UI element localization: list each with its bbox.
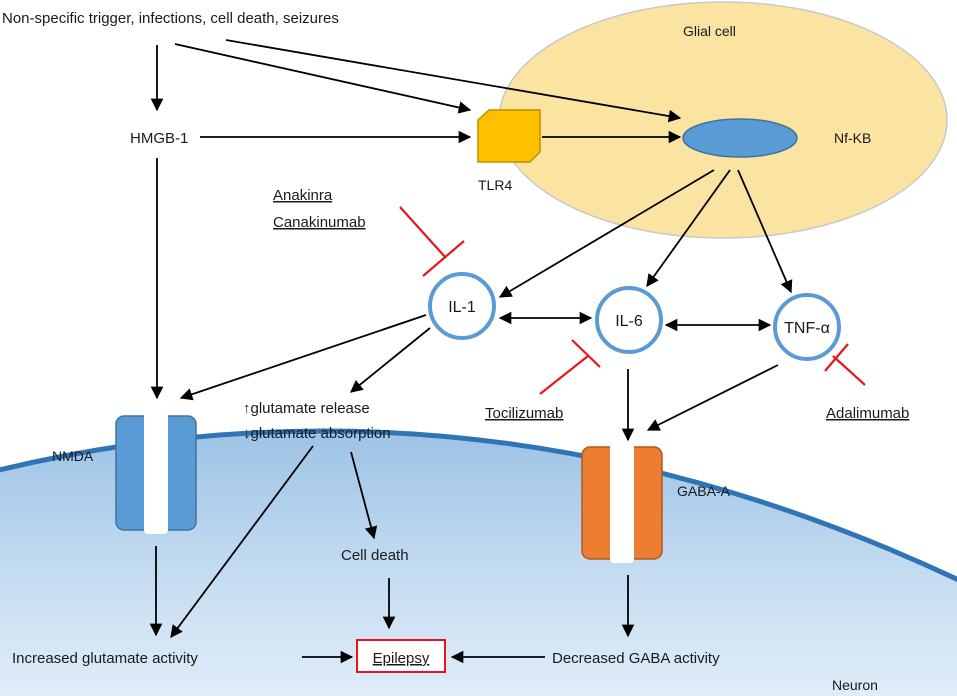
inhibitors	[399, 206, 866, 395]
anakinra-label: Anakinra	[273, 187, 333, 204]
nmda-channel	[144, 412, 168, 534]
tnf-label: TNF-α	[784, 320, 830, 337]
adalimumab-label: Adalimumab	[826, 405, 909, 422]
il1-label: IL-1	[448, 299, 476, 316]
cell-death-label: Cell death	[341, 547, 409, 564]
epilepsy-label: Epilepsy	[373, 650, 430, 667]
hmgb1-label: HMGB-1	[130, 130, 188, 147]
gaba-channel	[610, 443, 634, 563]
neuron-label: Neuron	[832, 677, 878, 693]
il1-ring	[428, 272, 496, 340]
tnf-ring	[773, 293, 841, 361]
trigger-label: Non-specific trigger, infections, cell d…	[2, 10, 339, 27]
tlr4-receptor	[477, 109, 541, 163]
epilepsy-box	[356, 639, 446, 673]
il6-ring	[595, 286, 663, 354]
glial-cell-label: Glial cell	[683, 23, 736, 39]
nfkb-label: Nf-KB	[834, 130, 871, 146]
tlr4-label: TLR4	[478, 177, 512, 193]
glutamate-absorption-label: ↓glutamate absorption	[243, 425, 391, 442]
canakinumab-label: Canakinumab	[273, 214, 366, 231]
nmda-label: NMDA	[52, 448, 94, 464]
nfkb-shape	[682, 118, 798, 158]
tocilizumab-label: Tocilizumab	[485, 405, 563, 422]
increased-glutamate-label: Increased glutamate activity	[12, 650, 198, 667]
glutamate-release-label: ↑glutamate release	[243, 400, 370, 417]
gaba-a-label: GABA-A	[677, 483, 731, 499]
decreased-gaba-label: Decreased GABA activity	[552, 650, 720, 667]
arrows	[149, 39, 793, 664]
il6-label: IL-6	[615, 313, 643, 330]
